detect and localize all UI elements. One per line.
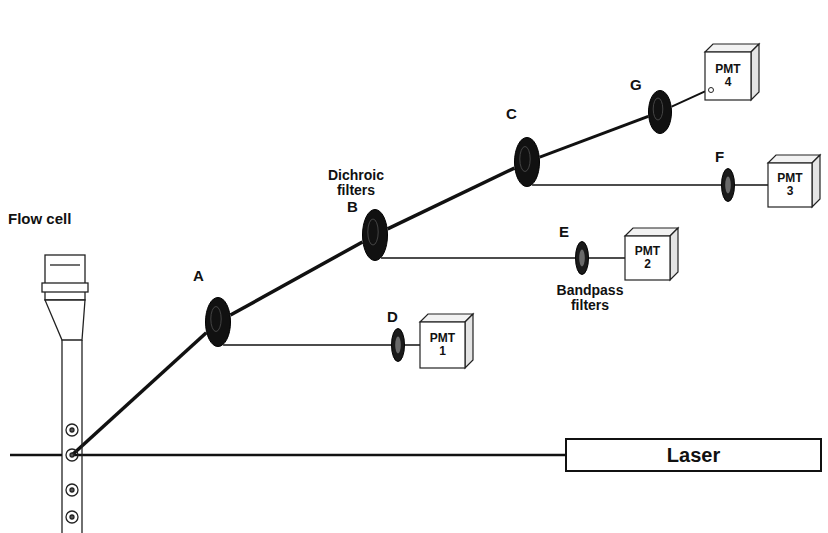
node-heading: Flow cell [8,210,71,227]
filter-group-label: Bandpass filters [550,283,630,312]
dichroic-filter: G [648,90,672,134]
node-heading: F [715,148,724,165]
pmt-detector: PMT 4 [705,52,751,100]
light-path [72,454,565,457]
node-heading: A [193,267,204,284]
dichroic-filter-outline [205,297,231,347]
bandpass-filter-outline [391,328,405,362]
light-path [672,91,705,106]
bandpass-filter-outline [575,241,589,275]
dichroic-filter-outline [514,137,540,187]
dichroic-filter: C [514,137,540,187]
light-path [589,257,625,259]
dichroic-filter: B [362,209,388,261]
node-text: PMT 1 [427,332,459,358]
light-path [735,184,768,186]
light-path [405,344,420,346]
dichroic-filter-outline [362,209,388,261]
light-path [381,257,575,259]
light-path [223,344,391,346]
node-heading: B [347,198,358,215]
light-path [540,116,648,157]
node-text: Laser [667,444,720,466]
bandpass-filter: F [721,168,735,202]
filter-group-label: Dichroic filters [318,168,394,197]
node-text: PMT 2 [632,245,664,271]
bandpass-filter-outline [721,168,735,202]
node-text: PMT 4 [712,63,744,89]
node-heading: C [506,105,517,122]
flow-cell: Flow cell [30,255,100,533]
laser-box: Laser [565,438,822,472]
light-path [532,184,721,186]
node-heading: D [387,308,398,325]
light-path [230,242,362,315]
pmt-detector: PMT 1 [420,322,465,368]
dichroic-filter-outline [648,90,672,134]
bandpass-filter: D [391,328,405,362]
flow-cell-outline [30,255,100,533]
light-path [388,168,515,229]
node-heading: G [630,76,642,93]
pmt-detector: PMT 3 [768,163,812,207]
light-path [72,333,206,455]
node-heading: E [559,223,569,240]
pmt-detector: PMT 2 [625,236,670,280]
node-text: PMT 3 [774,172,806,198]
bandpass-filter: E [575,241,589,275]
dichroic-filter: A [205,297,231,347]
